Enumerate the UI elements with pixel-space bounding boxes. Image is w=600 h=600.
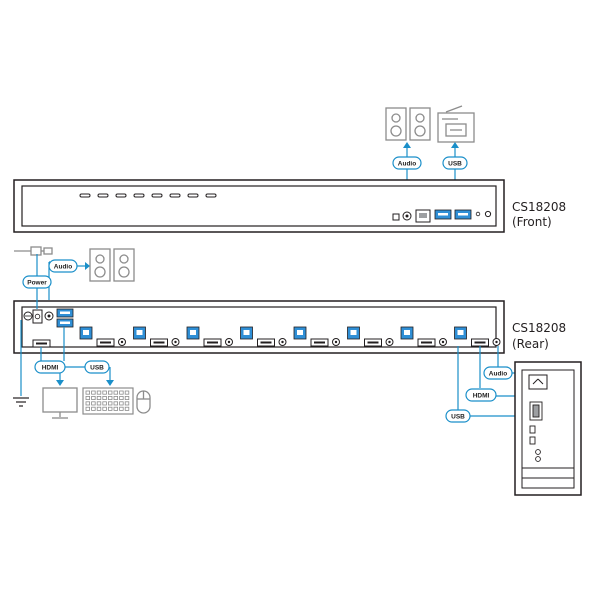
computer-port-group-1	[79, 326, 126, 347]
pc-io-ports	[529, 401, 543, 462]
front-usb-tag: USB	[442, 156, 468, 170]
console-hdmi-tag: HDMI	[34, 360, 66, 374]
console-usb-tag: USB	[84, 360, 110, 374]
computer-port-group-7	[400, 326, 447, 347]
front-power-led	[392, 213, 400, 221]
power-tag-label: Power	[27, 280, 47, 287]
pc-audio-tag-label: Audio	[489, 371, 507, 378]
front-model-label: CS18208	[512, 200, 566, 214]
console-hdmi-tag-label: HDMI	[42, 365, 59, 372]
pc-audio-tag: Audio	[483, 366, 513, 380]
keyboard-icon	[82, 387, 134, 415]
pc-usb-tag: USB	[445, 409, 471, 423]
rear-speakers-icon	[89, 248, 135, 282]
front-audio-tag: Audio	[392, 156, 422, 170]
front-view-label: (Front)	[512, 215, 552, 229]
front-reset-button	[484, 210, 492, 218]
monitor-icon	[42, 387, 78, 419]
pc-usb-tag-label: USB	[451, 414, 465, 421]
pc-fan-icon	[528, 374, 548, 390]
pc-hdmi-tag-label: HDMI	[473, 393, 490, 400]
computer-port-group-3	[186, 326, 233, 347]
console-usb-tag-label: USB	[90, 365, 104, 372]
front-audio-tag-label: Audio	[398, 161, 416, 168]
computer-port-group-2	[133, 326, 180, 347]
printer-icon	[437, 105, 475, 143]
rear-model-label: CS18208	[512, 321, 566, 335]
computer-port-group-4	[240, 326, 287, 347]
console-arrowheads	[56, 380, 114, 386]
pc-hdmi-tag: HDMI	[465, 388, 497, 402]
computer-tower-icon	[514, 361, 582, 496]
computer-port-group-6	[347, 326, 394, 347]
computer-port-groups	[79, 326, 501, 347]
rear-upper-arrowheads	[85, 262, 90, 270]
front-arrowheads	[403, 142, 459, 148]
front-usb-tag-label: USB	[448, 161, 462, 168]
front-panel	[13, 179, 505, 233]
rear-audio-tag-label: Audio	[54, 264, 72, 271]
rear-audio-tag: Audio	[48, 259, 78, 273]
power-adapter-icon	[14, 246, 53, 256]
front-speakers-icon	[385, 107, 431, 141]
rear-panel	[13, 300, 505, 354]
mouse-icon	[136, 390, 151, 414]
port-indicator-leds	[79, 193, 217, 198]
ground-icon	[13, 397, 29, 407]
computer-port-group-5	[293, 326, 340, 347]
rear-view-label: (Rear)	[512, 337, 549, 351]
power-tag: Power	[22, 275, 52, 289]
